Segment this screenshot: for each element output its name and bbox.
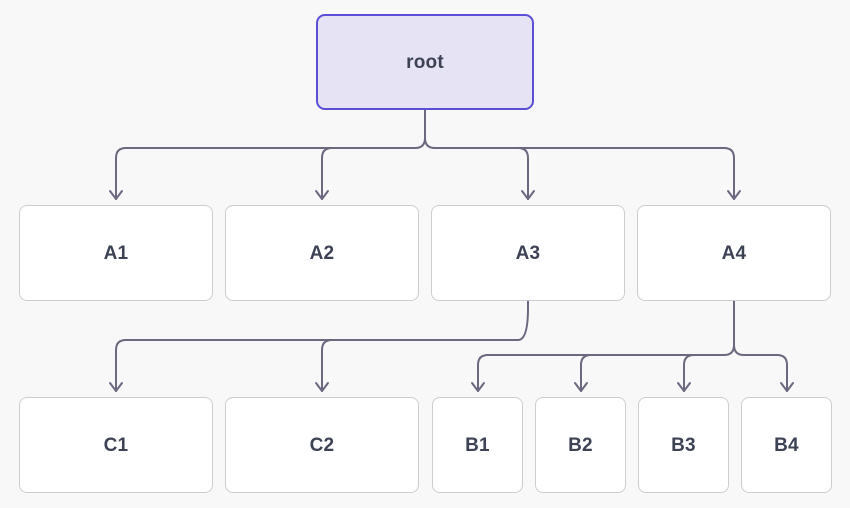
edge-bus-right-root (424, 137, 725, 149)
arrow-a3 (521, 190, 535, 200)
edge-a4-to-b1 (477, 354, 489, 392)
node-b4[interactable]: B4 (741, 397, 832, 493)
edge-a4-to-b4 (776, 354, 788, 392)
arrow-a2 (315, 190, 329, 200)
node-label: A4 (721, 242, 747, 264)
edge-root-to-a3 (517, 147, 529, 200)
edge-bus-right-a4 (733, 344, 778, 356)
node-c2[interactable]: C2 (225, 397, 419, 493)
node-a1[interactable]: A1 (19, 205, 213, 301)
arrow-b4 (780, 382, 794, 392)
node-a3[interactable]: A3 (431, 205, 625, 301)
node-label: A1 (103, 242, 129, 264)
node-label: A2 (309, 242, 335, 264)
edge-bus-left-root (125, 137, 426, 149)
arrow-a1 (109, 190, 123, 200)
edge-a3-to-c1 (115, 339, 127, 392)
node-c1[interactable]: C1 (19, 397, 213, 493)
arrow-b3 (677, 382, 691, 392)
arrow-c2 (315, 382, 329, 392)
arrow-c1 (109, 382, 123, 392)
arrow-b2 (574, 382, 588, 392)
edge-a3-to-c2 (321, 339, 333, 392)
node-label: A3 (515, 242, 541, 264)
node-b2[interactable]: B2 (535, 397, 626, 493)
arrow-b1 (471, 382, 485, 392)
node-label: B2 (568, 434, 593, 456)
node-label: B3 (671, 434, 696, 456)
node-label: root (406, 51, 444, 73)
edge-bus-left-a4 (487, 344, 735, 356)
node-root[interactable]: root (316, 14, 534, 110)
node-a4[interactable]: A4 (637, 205, 831, 301)
node-label: C1 (103, 434, 129, 456)
node-b1[interactable]: B1 (432, 397, 523, 493)
node-label: B1 (465, 434, 490, 456)
node-label: C2 (309, 434, 335, 456)
node-label: B4 (774, 434, 799, 456)
node-b3[interactable]: B3 (638, 397, 729, 493)
edge-trunk-a3 (125, 300, 529, 341)
edge-a4-to-b2 (580, 354, 592, 392)
edge-root-to-a2 (321, 147, 333, 200)
edge-a4-to-b3 (683, 354, 695, 392)
edge-root-to-a4 (723, 147, 735, 200)
edge-root-to-a1 (115, 147, 127, 200)
arrow-a4 (727, 190, 741, 200)
node-a2[interactable]: A2 (225, 205, 419, 301)
